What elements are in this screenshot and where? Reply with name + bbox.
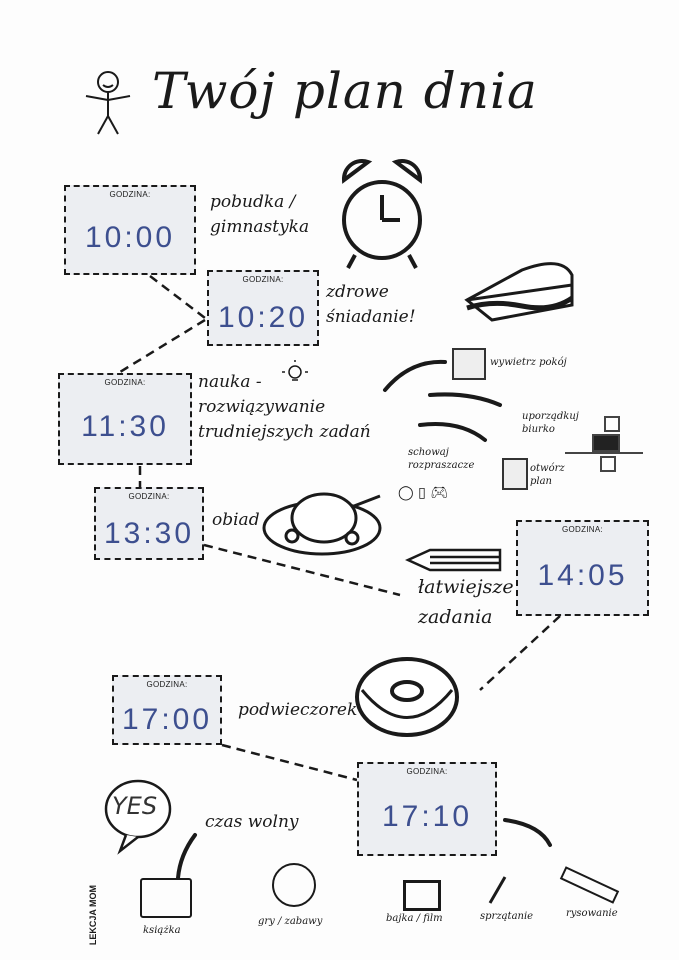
activity-text: łatwiejsze [418,576,514,598]
time-box-study[interactable]: GODZINA: 11:30 [58,373,192,465]
tv-icon [403,880,441,911]
time-label: GODZINA: [561,525,604,534]
time-box-easier-tasks[interactable]: GODZINA: 14:05 [516,520,649,616]
activity-text: pobudka / [210,192,296,212]
option-cartoon-film: bajka / film [386,913,443,924]
time-value: 13:30 [103,516,195,550]
time-box-free-time[interactable]: GODZINA: 17:10 [357,762,497,856]
activity-text: zadania [418,606,493,628]
speech-bubble-text: YES [112,792,158,820]
option-book: książka [143,925,181,936]
time-value: 10:20 [217,300,309,334]
time-label: GODZINA: [242,275,284,284]
ball-icon: ◯ [398,485,414,501]
activity-text: śniadanie! [326,307,416,327]
gamepad-icon: 🎮︎ [430,485,449,501]
stick-figure-icon [85,71,131,135]
page-title: Twój plan dnia [152,62,538,120]
option-cleaning: sprzątanie [480,911,534,922]
activity-text: rozwiązywanie [198,397,326,417]
activity-wakeup: pobudka / gimnastyka [210,190,309,240]
time-value: 17:00 [121,703,213,737]
donut-icon [355,657,459,737]
time-label: GODZINA: [109,190,151,199]
basketball-icon [272,863,316,907]
time-label: GODZINA: [128,492,170,501]
activity-text: zdrowe [326,282,389,302]
time-box-wakeup[interactable]: GODZINA: 10:00 [64,185,196,275]
time-value: 17:10 [381,800,473,833]
activity-study: nauka - rozwiązywanie trudniejszych zada… [198,370,371,445]
time-box-snack[interactable]: GODZINA: 17:00 [112,675,222,745]
tip-open-plan: otwórz plan [530,463,565,487]
roast-chicken-icon [262,492,382,556]
sandwich-icon [464,262,574,322]
book-icon [140,878,192,918]
activity-text: gimnastyka [210,217,310,237]
lightbulb-icon [282,360,308,381]
phone-icon: ▯ [418,485,426,501]
time-value: 14:05 [537,558,628,592]
tip-tidy-desk: uporządkuj biurko [522,411,579,435]
option-games: gry / zabawy [258,916,323,927]
activity-text: nauka - [198,372,262,392]
option-drawing: rysowanie [566,908,618,919]
time-box-breakfast[interactable]: GODZINA: 10:20 [207,270,319,346]
time-value: 10:00 [84,221,176,255]
time-label: GODZINA: [104,378,146,387]
time-label: GODZINA: [406,767,448,776]
yes-speech-bubble-icon [104,779,172,855]
alarm-clock-icon [341,158,423,269]
desk-icon [565,416,643,472]
time-box-lunch[interactable]: GODZINA: 13:30 [94,487,204,560]
time-label: GODZINA: [146,680,188,689]
activity-snack: podwieczorek [238,700,358,720]
tip-hide-distractions: schowaj rozpraszacze [408,447,475,471]
distraction-icons: ◯ ▯ 🎮︎ [398,485,448,501]
activity-easier-tasks: łatwiejsze zadania [418,572,514,632]
activity-free-time: czas wolny [205,812,299,832]
activity-text: trudniejszych zadań [198,422,371,442]
plan-icon [502,458,528,490]
window-icon [452,348,486,380]
time-value: 11:30 [81,410,169,444]
pencil-icon [405,548,502,572]
activity-breakfast: zdrowe śniadanie! [326,280,416,330]
lekcja-mom-logo: LEKCJA MOM [88,885,98,946]
activity-lunch: obiad [212,510,260,530]
tip-air-room: wywietrz pokój [490,357,567,368]
